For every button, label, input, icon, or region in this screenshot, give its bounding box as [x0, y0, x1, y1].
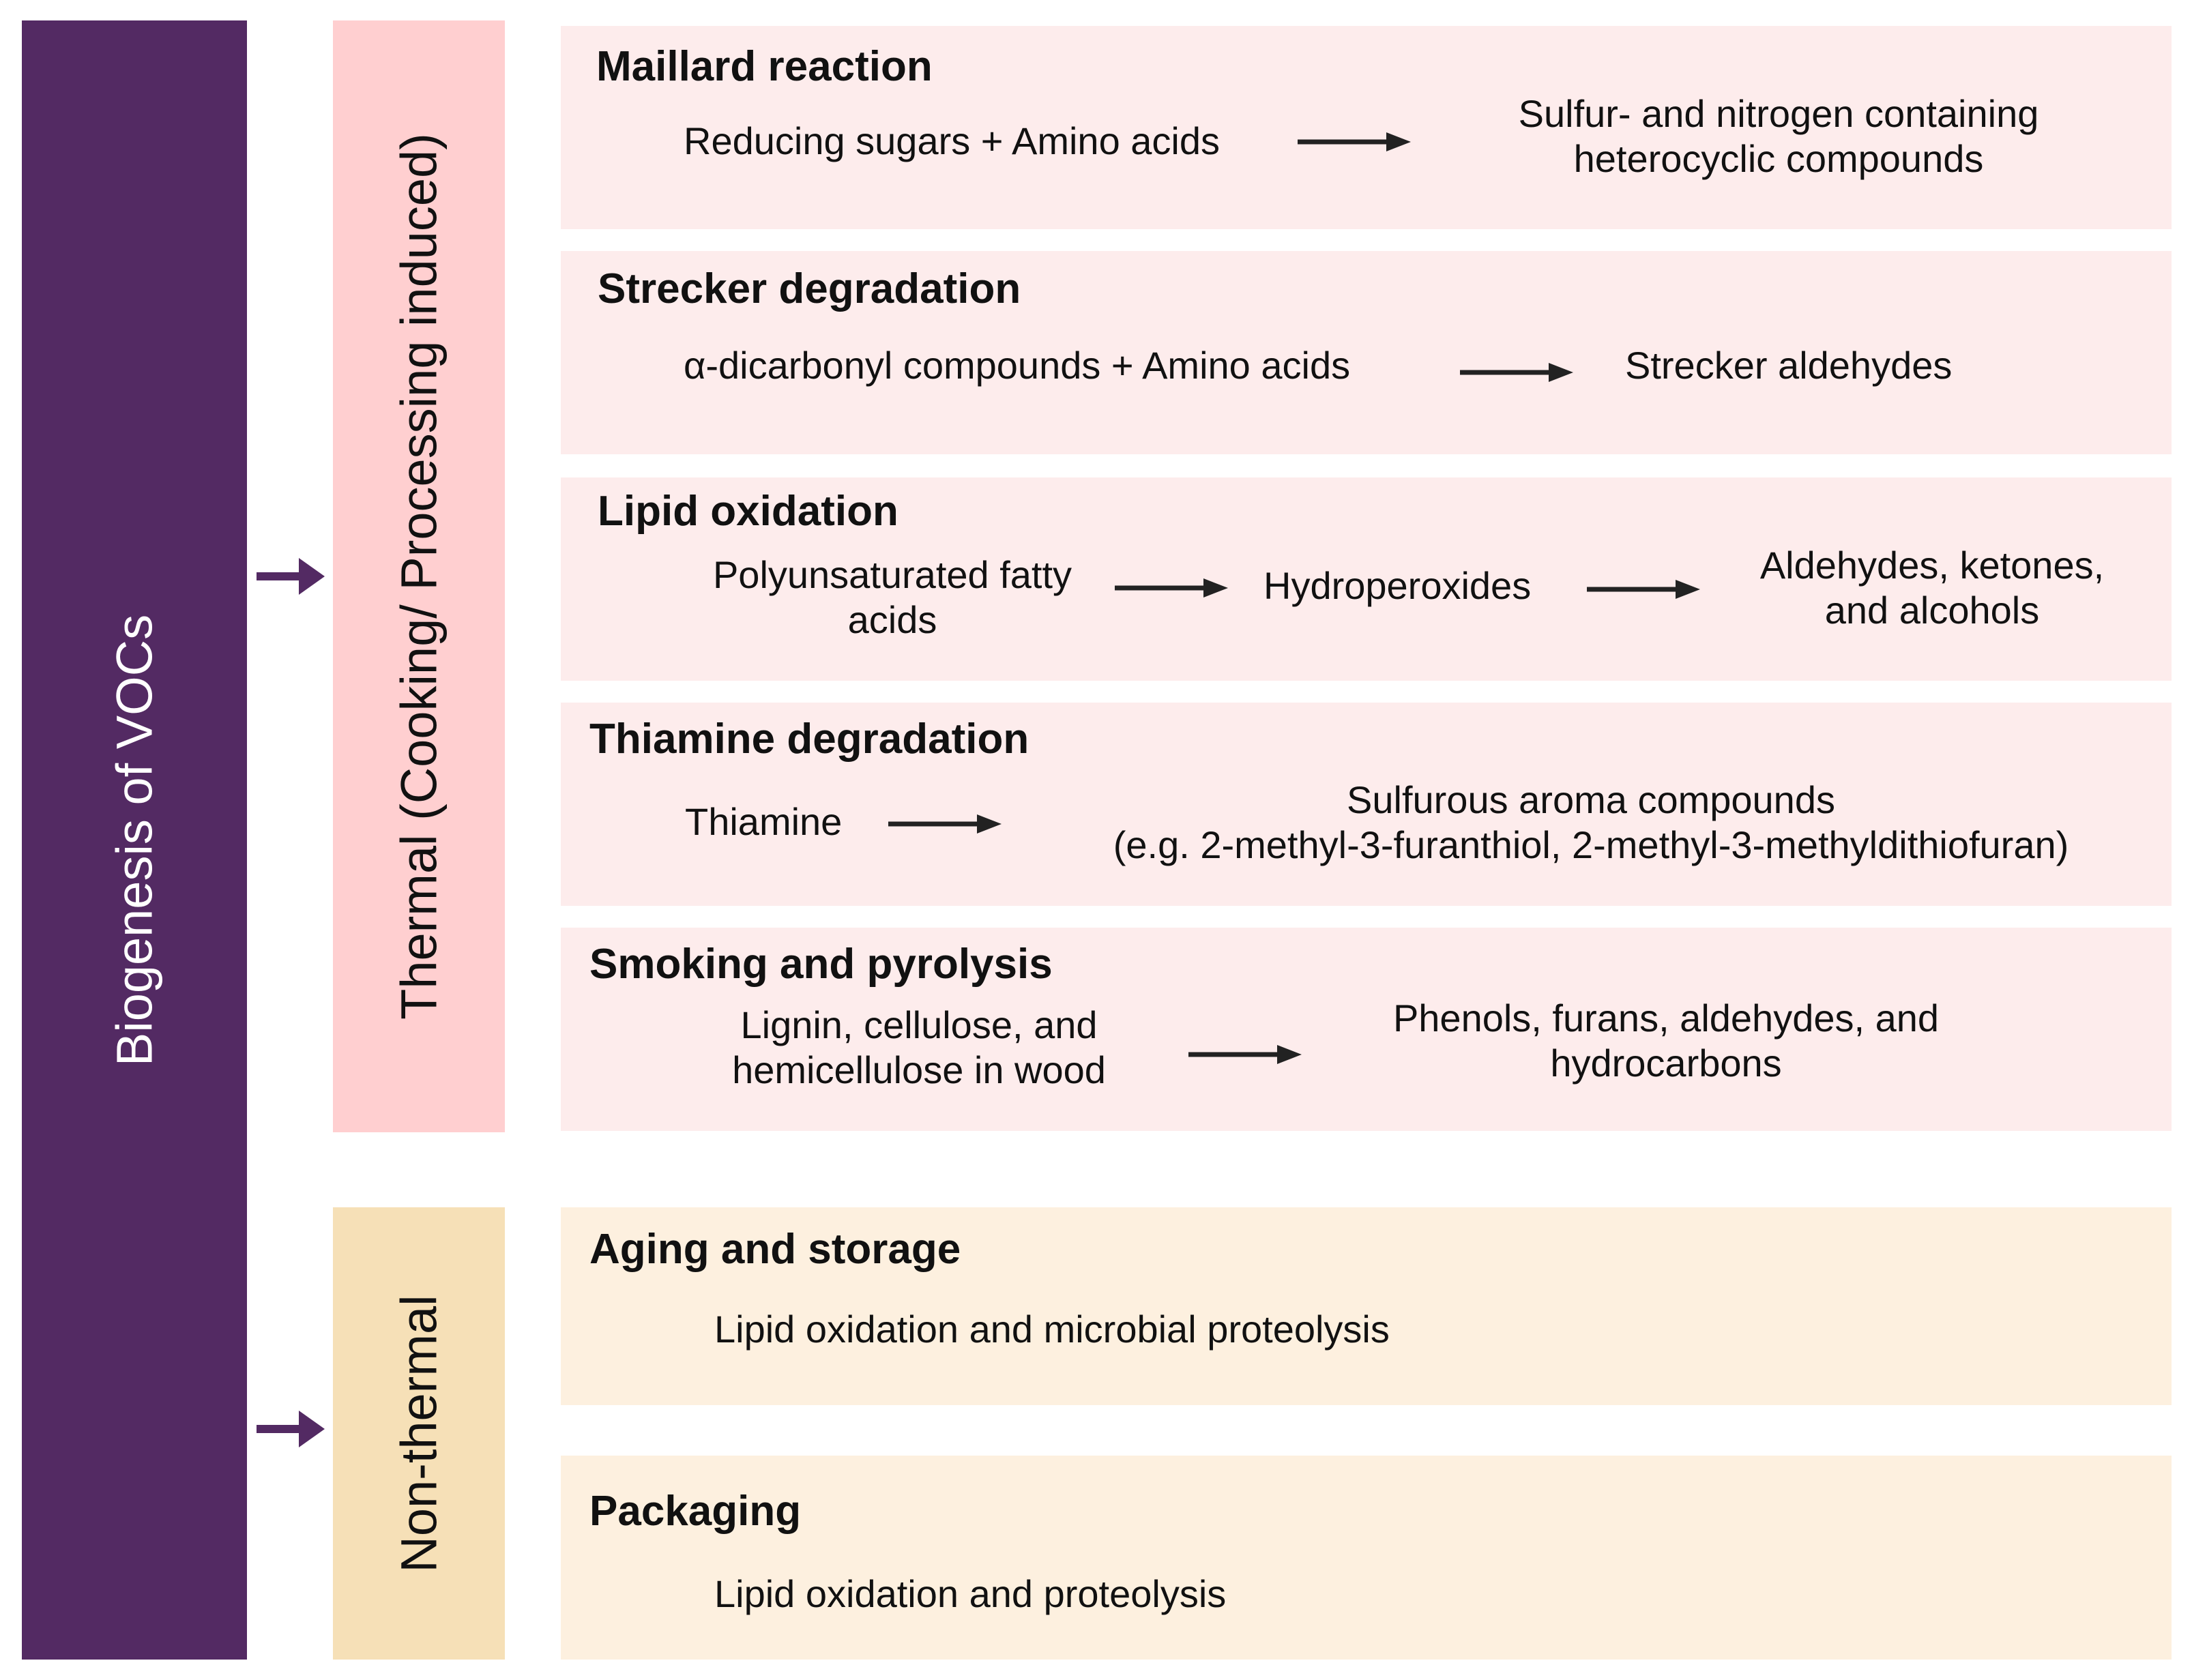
category-nonthermal: Non-thermal — [333, 1207, 505, 1660]
process-title: Thiamine degradation — [589, 716, 1029, 763]
category-thermal: Thermal (Cooking/ Processing induced) — [333, 20, 505, 1132]
process-input: Reducing sugars + Amino acids — [684, 119, 1220, 162]
output-line: Phenols, furans, aldehydes, and — [1392, 997, 1940, 1040]
process-input: Lignin, cellulose, and hemicellulose in … — [697, 1003, 1141, 1093]
arrow-right-icon — [1587, 580, 1700, 599]
arrow-right-icon — [1188, 1045, 1302, 1064]
process-strecker: Strecker degradation α-dicarbonyl compou… — [561, 251, 2172, 454]
output-line: heterocyclic compounds — [1573, 137, 1984, 180]
output-line: Sulfur- and nitrogen containing — [1518, 92, 2039, 135]
process-title: Smoking and pyrolysis — [589, 941, 1053, 988]
arrow-right-icon — [888, 814, 1002, 834]
process-title: Aging and storage — [589, 1226, 961, 1273]
output-line: and alcohols — [1824, 589, 2040, 632]
process-title: Strecker degradation — [598, 265, 1021, 312]
process-output: Sulfur- and nitrogen containing heterocy… — [1434, 91, 2123, 181]
input-line: Polyunsaturated fatty — [712, 553, 1072, 596]
process-output: Sulfurous aroma compounds (e.g. 2-methyl… — [1038, 778, 2144, 868]
process-output: Aldehydes, ketones, and alcohols — [1727, 543, 2137, 633]
arrow-to-nonthermal-icon — [257, 1411, 325, 1447]
process-maillard: Maillard reaction Reducing sugars + Amin… — [561, 26, 2172, 229]
input-line: Lignin, cellulose, and — [740, 1003, 1098, 1046]
process-smoking: Smoking and pyrolysis Lignin, cellulose,… — [561, 928, 2172, 1131]
output-line: Sulfurous aroma compounds — [1347, 778, 1835, 821]
category-thermal-label: Thermal (Cooking/ Processing induced) — [390, 133, 448, 1020]
process-title: Lipid oxidation — [598, 488, 898, 535]
input-line: hemicellulose in wood — [732, 1048, 1106, 1091]
root-label: Biogenesis of VOCs — [106, 614, 163, 1066]
process-title: Maillard reaction — [596, 43, 933, 90]
process-output: Strecker aldehydes — [1625, 344, 1953, 387]
output-line: (e.g. 2-methyl-3-furanthiol, 2-methyl-3-… — [1113, 823, 2069, 866]
process-input: Thiamine — [685, 800, 843, 843]
arrow-to-thermal-icon — [257, 558, 325, 595]
input-line: acids — [847, 598, 937, 641]
category-nonthermal-label: Non-thermal — [390, 1294, 448, 1573]
process-thiamine: Thiamine degradation Thiamine Sulfurous … — [561, 703, 2172, 906]
process-title: Packaging — [589, 1488, 802, 1535]
arrow-right-icon — [1460, 363, 1573, 382]
process-packaging: Packaging Lipid oxidation and proteolysi… — [561, 1456, 2172, 1660]
process-text: Lipid oxidation and microbial proteolysi… — [714, 1308, 1390, 1351]
process-input: α-dicarbonyl compounds + Amino acids — [684, 344, 1351, 387]
output-line: hydrocarbons — [1550, 1042, 1782, 1085]
output-line: Aldehydes, ketones, — [1759, 544, 2105, 587]
process-intermediate: Hydroperoxides — [1263, 564, 1532, 607]
root-bar: Biogenesis of VOCs — [22, 20, 247, 1660]
process-text: Lipid oxidation and proteolysis — [714, 1572, 1227, 1615]
process-output: Phenols, furans, aldehydes, and hydrocar… — [1345, 996, 1987, 1086]
process-lipid-oxidation: Lipid oxidation Polyunsaturated fatty ac… — [561, 477, 2172, 681]
process-input: Polyunsaturated fatty acids — [674, 552, 1111, 643]
arrow-right-icon — [1298, 132, 1411, 151]
process-aging-storage: Aging and storage Lipid oxidation and mi… — [561, 1207, 2172, 1405]
arrow-right-icon — [1115, 578, 1228, 598]
